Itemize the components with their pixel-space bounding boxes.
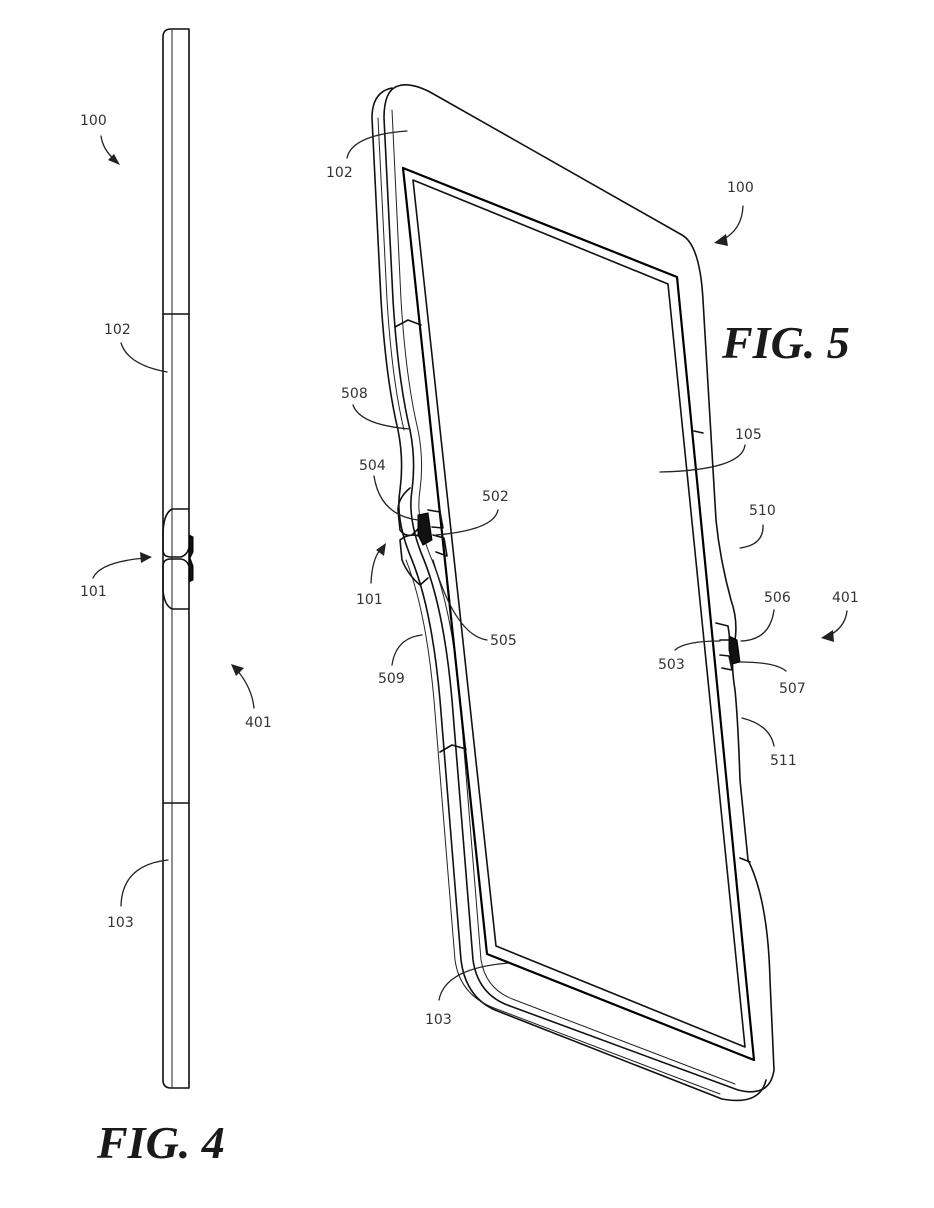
fig5-device-perspective <box>371 84 775 1102</box>
fig5-outer-body-inner <box>377 117 721 1095</box>
leader-102 <box>120 342 168 373</box>
fig5-labels: 102 100 FIG. 5 105 508 504 502 101 505 5… <box>326 130 859 1028</box>
ref-label-504: 504 <box>359 458 386 474</box>
ref-label-101-fig5: 101 <box>356 592 383 608</box>
fig5-right-hinge-pivot <box>728 635 741 665</box>
fig4-labels: 100 102 101 401 103 <box>80 113 272 931</box>
ref-label-509: 509 <box>378 671 405 687</box>
ref-label-102: 102 <box>104 322 131 338</box>
leader-103 <box>120 859 169 907</box>
arrowhead-101-fig5 <box>376 543 386 556</box>
fig4-outline <box>162 28 190 1089</box>
arrowhead-401-fig5 <box>821 630 834 642</box>
ref-label-502: 502 <box>482 489 509 505</box>
fig5-front-face <box>383 84 775 1093</box>
fig5-bend-mark-lower-right <box>739 857 751 863</box>
ref-label-101: 101 <box>80 584 107 600</box>
ref-label-503: 503 <box>658 657 685 673</box>
arrowhead-100 <box>108 154 120 165</box>
arrowhead-100-fig5 <box>714 234 728 246</box>
fig5-left-hinge-bracket <box>427 509 448 557</box>
leader-103-fig5 <box>438 962 510 1001</box>
leader-506 <box>740 609 775 642</box>
fig4-caption: FIG. 4 <box>96 1117 225 1168</box>
fig5-screen-bezel <box>401 166 756 1062</box>
fig5-outer-body-rear <box>371 87 767 1102</box>
leader-502 <box>435 509 499 536</box>
fig5-left-hinge-pivot <box>417 512 433 546</box>
ref-label-401-fig5: 401 <box>832 590 859 606</box>
leader-507 <box>739 661 787 672</box>
fig5-front-face-inner-edge <box>391 109 736 1085</box>
ref-label-511: 511 <box>770 753 797 769</box>
fig5-caption: FIG. 5 <box>721 317 850 368</box>
arrowhead-101 <box>140 552 152 563</box>
leader-105 <box>659 444 746 473</box>
ref-label-102-fig5: 102 <box>326 165 353 181</box>
fig5-display <box>412 179 746 1048</box>
fig5-bend-mark-lower-left <box>439 744 467 753</box>
leader-511 <box>741 717 775 747</box>
ref-label-103-fig5: 103 <box>425 1012 452 1028</box>
fig4-hinge-lower-knuckle <box>162 558 190 610</box>
fig5-right-hinge <box>715 622 741 671</box>
fig5-right-hinge-bracket <box>715 622 733 671</box>
ref-label-510: 510 <box>749 503 776 519</box>
fig5-left-hinge-lower-knuckle <box>399 534 429 586</box>
ref-label-508: 508 <box>341 386 368 402</box>
leader-510 <box>739 524 764 549</box>
ref-label-506: 506 <box>764 590 791 606</box>
ref-label-507: 507 <box>779 681 806 697</box>
arrowhead-401 <box>231 664 244 676</box>
leader-509 <box>391 634 423 666</box>
leader-504 <box>373 475 419 521</box>
ref-label-100-fig5: 100 <box>727 180 754 196</box>
leader-102-fig5 <box>346 130 408 159</box>
ref-label-105: 105 <box>735 427 762 443</box>
leader-101 <box>92 557 146 579</box>
ref-label-401: 401 <box>245 715 272 731</box>
fig4-hinge-pivot <box>188 534 194 583</box>
ref-label-103: 103 <box>107 915 134 931</box>
leader-505 <box>432 559 488 641</box>
fig4-device-side-view <box>162 28 194 1089</box>
leader-503 <box>674 640 721 651</box>
fig5-left-hinge <box>397 487 448 586</box>
ref-label-100: 100 <box>80 113 107 129</box>
fig5-bend-mark-upper-right <box>693 430 704 434</box>
leader-101-fig5 <box>370 549 381 584</box>
fig5-bend-mark-upper-left <box>394 319 422 328</box>
fig4-hinge-upper-knuckle <box>162 508 190 558</box>
leader-508 <box>352 404 411 430</box>
ref-label-505: 505 <box>490 633 517 649</box>
leader-401 <box>236 669 255 709</box>
